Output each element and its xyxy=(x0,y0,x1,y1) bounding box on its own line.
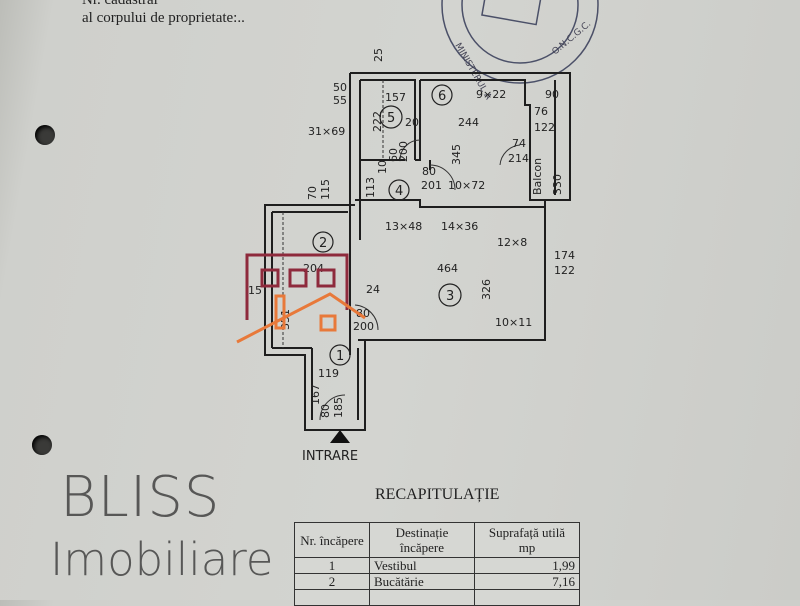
bliss-logo-icon xyxy=(236,253,366,344)
recap-table: Nr. încăpere Destinație încăpere Suprafa… xyxy=(294,522,580,606)
table-header: Nr. încăpere Destinație încăpere Suprafa… xyxy=(294,522,580,558)
dimension: 214 xyxy=(508,152,529,165)
dimension: 80 xyxy=(422,165,436,178)
table-cell xyxy=(294,589,370,606)
dimensions: 25 50 55 157 9×22 90 222 20 244 76 122 3… xyxy=(248,48,575,418)
entrance-arrow-icon xyxy=(330,430,350,443)
official-stamp xyxy=(441,0,599,84)
room-nr: 1 xyxy=(294,557,370,574)
dimension: 90 xyxy=(545,88,559,101)
dimension: 167 xyxy=(309,384,322,405)
room-nr: 2 xyxy=(294,573,370,590)
dimension: 80 xyxy=(319,404,332,418)
dimension: 55 xyxy=(333,94,347,107)
dimension: 14×36 xyxy=(441,220,478,233)
dimension: 76 xyxy=(534,105,548,118)
dimension: 122 xyxy=(534,121,555,134)
dimension: 115 xyxy=(319,179,332,200)
dimension: 464 xyxy=(437,262,458,275)
dimension: 13×48 xyxy=(385,220,422,233)
dimension: 60 xyxy=(387,148,400,162)
room-number: 3 xyxy=(446,289,454,304)
room-number: 6 xyxy=(438,89,446,104)
dimension: 201 xyxy=(421,179,442,192)
table-cell xyxy=(369,589,475,606)
dimension: 20 xyxy=(405,116,419,129)
header-area: Suprafață utilă mp xyxy=(474,522,580,558)
punch-hole xyxy=(35,125,55,145)
room-destination: Vestibul xyxy=(369,557,475,574)
dimension: 200 xyxy=(353,320,374,333)
room-number: 5 xyxy=(387,111,395,126)
room-destination: Bucătărie xyxy=(369,573,475,590)
dimension: 157 xyxy=(385,91,406,104)
dimension: 80 xyxy=(356,307,370,320)
dimension: 122 xyxy=(554,264,575,277)
watermark-brand: BLISS xyxy=(60,465,221,530)
dimension: 345 xyxy=(450,144,463,165)
room-area: 7,16 xyxy=(474,573,580,590)
dimension: 222 xyxy=(371,111,384,132)
property-label: al corpului de proprietate:.. xyxy=(82,10,245,26)
balcony-label: Balcon xyxy=(531,158,544,195)
stamp-text: O.N.C.G.C. xyxy=(551,19,594,57)
dimension: 15 xyxy=(248,284,262,297)
header-room-nr: Nr. încăpere xyxy=(294,522,370,558)
room-number: 1 xyxy=(336,349,344,364)
table-row xyxy=(294,589,580,606)
dimension: 174 xyxy=(554,249,575,262)
watermark-subtitle: Imobiliare xyxy=(50,533,274,586)
dimension: 70 xyxy=(306,186,319,200)
dimension: 24 xyxy=(366,283,380,296)
dimension: 74 xyxy=(512,137,526,150)
dimension: 200 xyxy=(397,141,410,162)
dimension: 31×69 xyxy=(308,125,345,138)
punch-hole xyxy=(32,435,52,455)
dimension: 185 xyxy=(332,397,345,418)
dimension: 113 xyxy=(364,177,377,198)
dimension: 10×72 xyxy=(448,179,485,192)
header-destination: Destinație încăpere xyxy=(369,522,475,558)
dimension: 244 xyxy=(458,116,479,129)
room-number: 2 xyxy=(319,236,327,251)
dimension: 9×22 xyxy=(476,88,506,101)
dimension: 326 xyxy=(480,279,493,300)
room-area: 1,99 xyxy=(474,557,580,574)
dimension: 330 xyxy=(551,174,564,195)
dimension: 25 xyxy=(372,48,385,62)
dimension: 119 xyxy=(318,367,339,380)
dimension: 10×11 xyxy=(495,316,532,329)
table-cell xyxy=(474,589,580,606)
cadastral-number-label: Nr. cadastral xyxy=(82,0,158,8)
room-number: 4 xyxy=(395,184,403,199)
dimension: 12×8 xyxy=(497,236,527,249)
recap-title: RECAPITULAȚIE xyxy=(375,486,500,503)
table-row: 1 Vestibul 1,99 xyxy=(294,557,580,574)
dimension: 50 xyxy=(333,81,347,94)
dimension: 10 xyxy=(376,160,389,174)
table-row: 2 Bucătărie 7,16 xyxy=(294,573,580,590)
entrance-label: INTRARE xyxy=(302,449,358,464)
